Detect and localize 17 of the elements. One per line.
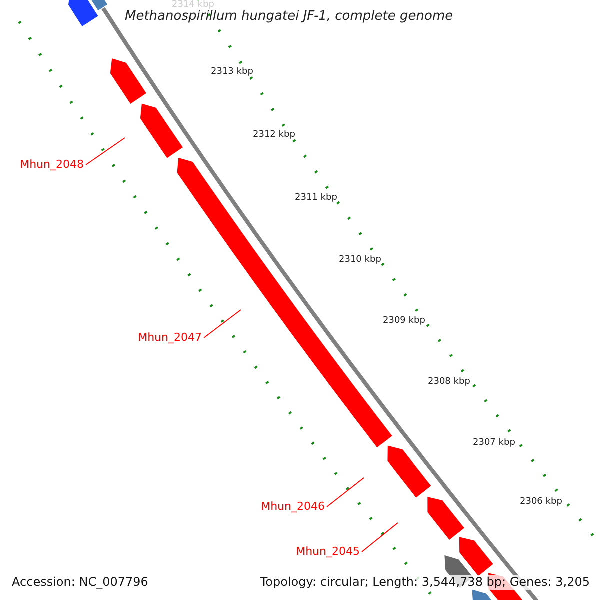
tick-label: 2312 kbp — [253, 131, 296, 140]
tick-label: 2309 kbp — [383, 317, 426, 326]
gene-label: Mhun_2045 — [296, 546, 360, 557]
tick-label: 2311 kbp — [295, 194, 338, 203]
leader-line — [326, 478, 364, 508]
gene-label: Mhun_2047 — [138, 332, 202, 343]
gene-label: Mhun_2046 — [261, 501, 325, 512]
leader-line — [204, 310, 242, 338]
tick-label: 2307 kbp — [473, 439, 516, 448]
leader-line — [86, 138, 126, 166]
tick-label: 2313 kbp — [211, 68, 254, 77]
leader-line — [362, 522, 398, 552]
tick-label: 2306 kbp — [520, 498, 562, 507]
gene-label: Mhun_2048 — [20, 159, 84, 170]
map-title: Methanospirillum hungatei JF-1, complete genome — [125, 10, 454, 23]
tick-label: 2308 kbp — [428, 378, 470, 387]
tick-label: 2310 kbp — [339, 256, 382, 265]
